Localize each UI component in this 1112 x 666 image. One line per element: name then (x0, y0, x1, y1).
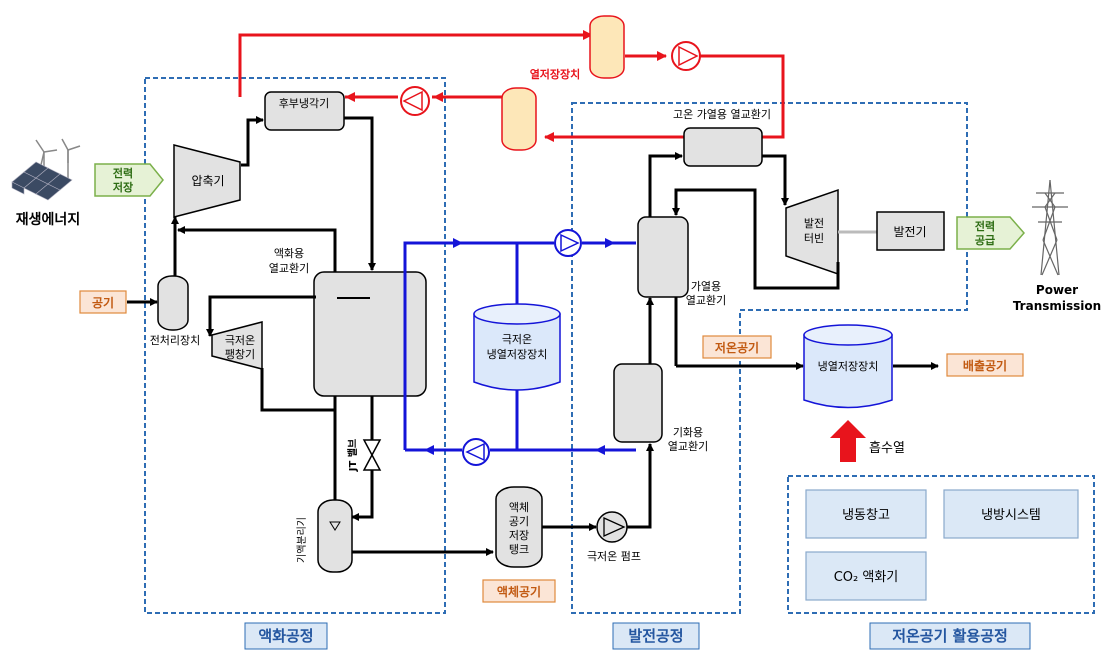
power-supply-label-1: 전력 (975, 219, 995, 233)
liquid-air-tag: 액체공기 (482, 579, 556, 603)
heat-absorption-label: 흡수열 (869, 441, 905, 456)
cold-storage-label: 냉열저장장치 (818, 360, 879, 373)
vaporization-hx-label-2: 열교환기 (668, 440, 708, 453)
compressor-to-aftercooler-line (241, 116, 264, 167)
utilization-process-box (787, 475, 1095, 614)
compressor: 압축기 (173, 144, 241, 218)
power-transmission-label-2: Transmission (1013, 299, 1101, 313)
cold-storage-tank: 냉열저장장치 (803, 324, 893, 409)
heating-hx (637, 216, 689, 298)
power-storage-label-1: 전력 (113, 166, 133, 180)
aftercooler: 후부냉각기 (264, 91, 345, 131)
generator: 발전기 (876, 211, 945, 251)
power-process-box (571, 102, 968, 614)
thermal-storage-tank-1 (589, 15, 625, 79)
pretreatment-unit: 전처리장치 (150, 275, 201, 347)
solar-wind-icon (11, 138, 81, 201)
heating-hx-label-2: 열교환기 (686, 294, 726, 307)
cryo-cold-storage: 극저온 냉열저장장치 (473, 303, 561, 391)
liquefaction-process-tag: 액화공정 (244, 622, 328, 650)
cryo-expander-label-2: 팽창기 (225, 348, 255, 361)
cooling-system-label: 냉방시스템 (981, 508, 1041, 523)
compressor-label: 압축기 (191, 174, 224, 188)
air-input-tag: 공기 (79, 290, 127, 314)
co2-liquefier-box: CO₂ 액화기 (805, 551, 927, 601)
air-input-label: 공기 (92, 295, 114, 310)
pretreatment-label: 전처리장치 (150, 334, 201, 347)
high-temp-hx (683, 127, 763, 167)
hx-to-expander-line (206, 295, 316, 337)
power-process-label: 발전공정 (628, 627, 683, 645)
co2-liquefier-label: CO₂ 액화기 (834, 570, 899, 585)
renewable-energy-label: 재생에너지 (16, 212, 80, 228)
liquid-air-tank: 액체 공기 저장 탱크 (495, 486, 543, 568)
cooling-system-box: 냉방시스템 (943, 489, 1079, 539)
hot-pump-1 (671, 41, 701, 71)
liquefaction-hx-label-2: 열교환기 (269, 262, 309, 275)
turbine-label-2: 터빈 (804, 232, 824, 245)
cryo-expander: 극저온 팽창기 (211, 321, 263, 370)
utilization-process-label: 저온공기 활용공정 (892, 627, 1008, 645)
liquid-tank-line-2: 공기 (509, 515, 529, 528)
separator-label: 기액분리기 (296, 517, 308, 563)
transmission-tower-icon (1032, 179, 1068, 276)
thermal-storage-tank-2 (501, 87, 537, 151)
cryo-cold-storage-label-2: 냉열저장장치 (487, 348, 548, 361)
freezer-label: 냉동창고 (842, 508, 890, 523)
cold-pump-1 (554, 229, 582, 257)
power-storage-label-2: 저장 (113, 180, 133, 194)
jt-valve (362, 439, 382, 471)
cryo-cold-storage-label-1: 극저온 (502, 333, 532, 346)
cold-pump-2 (462, 438, 490, 466)
expander-to-hx-line (260, 368, 335, 412)
vaporization-hx-label-1: 기화용 (673, 426, 703, 439)
cryo-pump-label: 극저온 펌프 (587, 550, 641, 563)
power-storage-tag: 전력 저장 (94, 163, 164, 197)
turbine-label-1: 발전 (804, 217, 824, 230)
generator-label: 발전기 (893, 225, 926, 239)
hot-pump-2 (400, 86, 430, 116)
power-supply-label-2: 공급 (975, 234, 995, 247)
exhaust-air-tag: 배출공기 (946, 353, 1024, 377)
heating-hx-label-1: 가열용 (691, 280, 721, 293)
exhaust-air-label: 배출공기 (963, 358, 1007, 373)
high-temp-hx-label: 고온 가열용 열교환기 (673, 108, 771, 121)
aftercooler-label: 후부냉각기 (279, 97, 330, 110)
thermal-storage-label: 열저장장치 (530, 67, 581, 81)
low-temp-air-tag: 저온공기 (702, 335, 772, 359)
liquid-air-label: 액체공기 (497, 584, 541, 599)
hot-loop-arrows (345, 30, 667, 142)
htx-to-turbine-line (762, 154, 789, 206)
heating-to-htx-line (648, 152, 683, 217)
liquid-tank-line-1: 액체 (509, 501, 529, 514)
utilization-process-tag: 저온공기 활용공정 (869, 622, 1031, 650)
liquefaction-hx (313, 271, 427, 397)
liquefaction-process-box (144, 77, 446, 614)
liquefaction-process-label: 액화공정 (258, 627, 313, 645)
cryo-expander-label-1: 극저온 (225, 334, 255, 347)
liquefaction-hx-label-1: 액화용 (274, 247, 304, 260)
power-process-tag: 발전공정 (612, 622, 700, 650)
liquid-tank-line-3: 저장 (509, 529, 529, 542)
cold-loop-arrows (424, 238, 620, 455)
power-supply-tag: 전력 공급 (956, 216, 1025, 250)
freezer-box: 냉동창고 (805, 489, 927, 539)
low-temp-air-label: 저온공기 (715, 340, 759, 355)
jt-to-separator-line (351, 470, 374, 521)
turbine-exhaust-line (672, 188, 840, 290)
heat-absorption-arrow (830, 420, 866, 462)
liquid-tank-line-4: 탱크 (509, 543, 529, 556)
gas-liquid-separator (317, 499, 353, 573)
power-transmission-label-1: Power (1036, 283, 1078, 297)
pump-to-vaporizer-line (627, 443, 654, 529)
aftercooler-to-hx-line (344, 116, 376, 271)
cryo-pump (596, 511, 628, 543)
vaporization-hx (613, 363, 663, 443)
jt-valve-label: JT 밸브 (346, 439, 359, 472)
power-turbine: 발전 터빈 (785, 188, 839, 276)
